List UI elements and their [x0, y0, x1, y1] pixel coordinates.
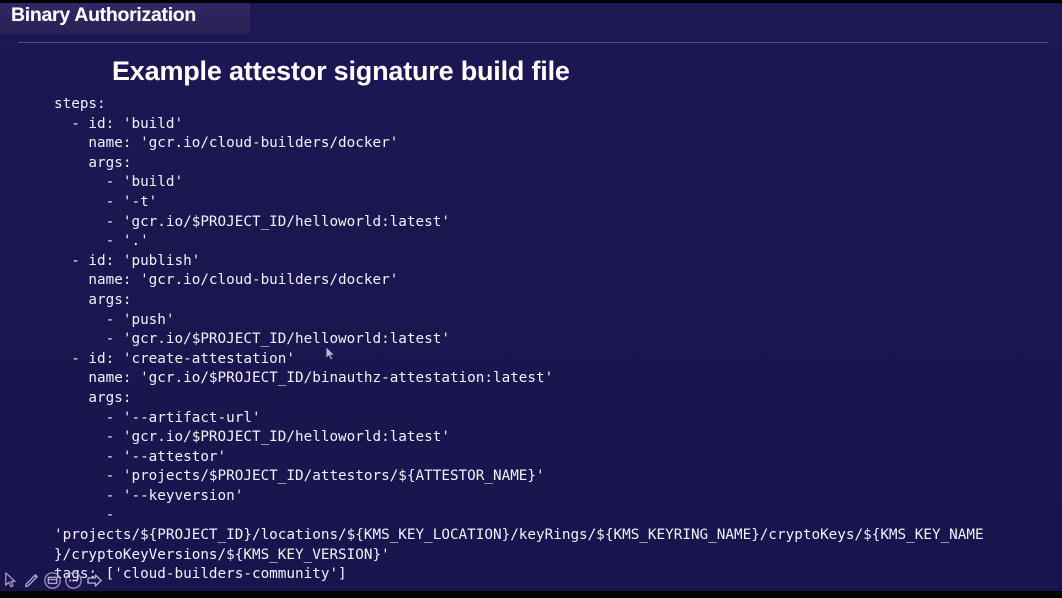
code-line: args: — [54, 291, 132, 308]
code-line: - id: 'create-attestation' — [54, 350, 296, 367]
more-icon[interactable] — [64, 571, 83, 590]
code-line: - — [54, 507, 115, 524]
next-arrow-icon[interactable] — [85, 571, 104, 590]
letterbox-top — [0, 0, 1062, 3]
code-line: - 'push' — [54, 311, 175, 328]
code-line: - 'gcr.io/$PROJECT_ID/helloworld:latest' — [54, 331, 450, 348]
presenter-toolbar[interactable] — [0, 569, 104, 591]
slide-title: Example attestor signature build file — [112, 56, 570, 86]
code-line: - 'build' — [54, 174, 184, 191]
header-divider-rule — [18, 42, 1048, 43]
letterbox-bottom — [0, 591, 1062, 598]
pen-icon[interactable] — [22, 571, 41, 590]
code-line: - id: 'publish' — [54, 252, 201, 269]
code-line: - 'gcr.io/$PROJECT_ID/helloworld:latest' — [54, 429, 450, 446]
code-line: 'projects/${PROJECT_ID}/locations/${KMS_… — [54, 527, 984, 544]
slide-header-band — [0, 3, 250, 34]
code-line: - '--keyversion' — [54, 487, 244, 504]
code-line: args: — [54, 389, 132, 406]
code-line: name: 'gcr.io/cloud-builders/docker' — [54, 272, 399, 289]
code-line: - '.' — [54, 233, 149, 250]
slide-icon[interactable] — [43, 571, 62, 590]
slide-header-title: Binary Authorization — [11, 4, 197, 26]
code-line: steps: — [54, 96, 106, 112]
pointer-icon[interactable] — [1, 571, 20, 590]
code-line: - '--attestor' — [54, 448, 227, 465]
code-line: name: 'gcr.io/$PROJECT_ID/binauthz-attes… — [54, 370, 554, 387]
code-line: - 'projects/$PROJECT_ID/attestors/${ATTE… — [54, 468, 545, 485]
code-line: }/cryptoKeyVersions/${KMS_KEY_VERSION}' — [54, 546, 390, 563]
code-line: - '--artifact-url' — [54, 409, 261, 426]
code-line: name: 'gcr.io/cloud-builders/docker' — [54, 135, 399, 152]
code-line: - id: 'build' — [54, 115, 184, 132]
mouse-cursor-icon — [325, 346, 335, 361]
code-line: args: — [54, 154, 132, 171]
code-line: - '-t' — [54, 193, 158, 210]
code-line: - 'gcr.io/$PROJECT_ID/helloworld:latest' — [54, 213, 450, 230]
code-line: tags: ['cloud-builders-community'] — [54, 566, 347, 583]
yaml-code-block: steps: - id: 'build' name: 'gcr.io/cloud… — [54, 95, 1039, 585]
